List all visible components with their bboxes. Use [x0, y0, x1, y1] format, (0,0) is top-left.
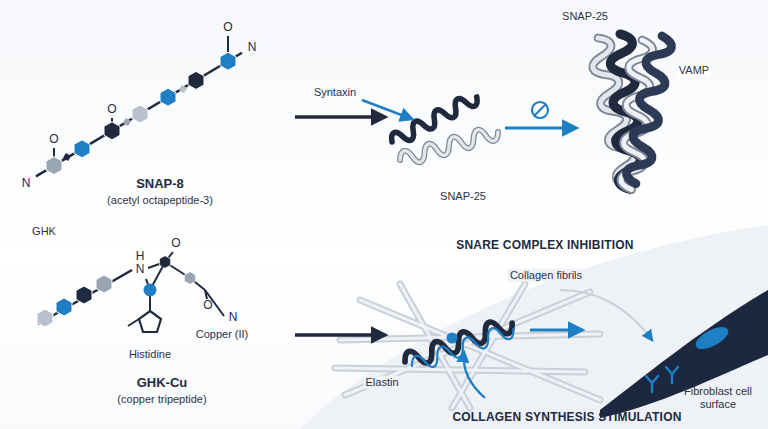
- panel-subtitle: (copper tripeptide): [115, 393, 208, 406]
- atom-label: N: [227, 311, 240, 325]
- atom-label: N: [246, 41, 259, 55]
- part-label: Elastin: [363, 376, 400, 389]
- snare-illustration: [362, 33, 673, 190]
- panel-title: COLLAGEN SYNTHESIS STIMULATION: [450, 411, 683, 425]
- part-label: Copper (II): [194, 328, 251, 341]
- panel-group: GHK-Cu (copper tripeptide): [15, 220, 295, 420]
- part-label: Histidine: [127, 348, 173, 361]
- panel-title: SNARE COMPLEX INHIBITION: [454, 239, 635, 253]
- part-label: VAMP: [677, 64, 711, 77]
- atom-label: N: [20, 177, 33, 191]
- atom-label: O: [105, 103, 118, 117]
- part-label: GHK: [30, 225, 58, 238]
- panel-title: GHK-Cu: [135, 376, 190, 391]
- part-label: Fibroblast cell surface: [680, 385, 756, 410]
- atom-label: O: [169, 237, 182, 251]
- part-label: SNAP-25: [438, 190, 488, 203]
- atom-label: H: [134, 250, 147, 264]
- background-blob: [300, 225, 768, 429]
- part-label: SNAP-25: [560, 10, 610, 23]
- panel-group: SNARE COMPLEX INHIBITION: [385, 5, 760, 260]
- collagen-illustration: [335, 284, 768, 418]
- panel-subtitle: (acetyl octapeptide-3): [105, 194, 215, 207]
- atom-label: O: [201, 299, 214, 313]
- part-label: Collagen fibrils: [508, 269, 584, 282]
- ghk-cu-molecule: [37, 252, 224, 332]
- part-label: Syntaxin: [312, 86, 358, 99]
- atom-label: O: [221, 21, 234, 35]
- atom-label: N: [134, 263, 147, 277]
- process-arrow: [295, 333, 385, 337]
- process-arrow: [295, 115, 385, 119]
- panel-title: SNAP-8: [134, 177, 186, 192]
- snap8-molecule: [36, 36, 242, 176]
- atom-label: O: [47, 133, 60, 147]
